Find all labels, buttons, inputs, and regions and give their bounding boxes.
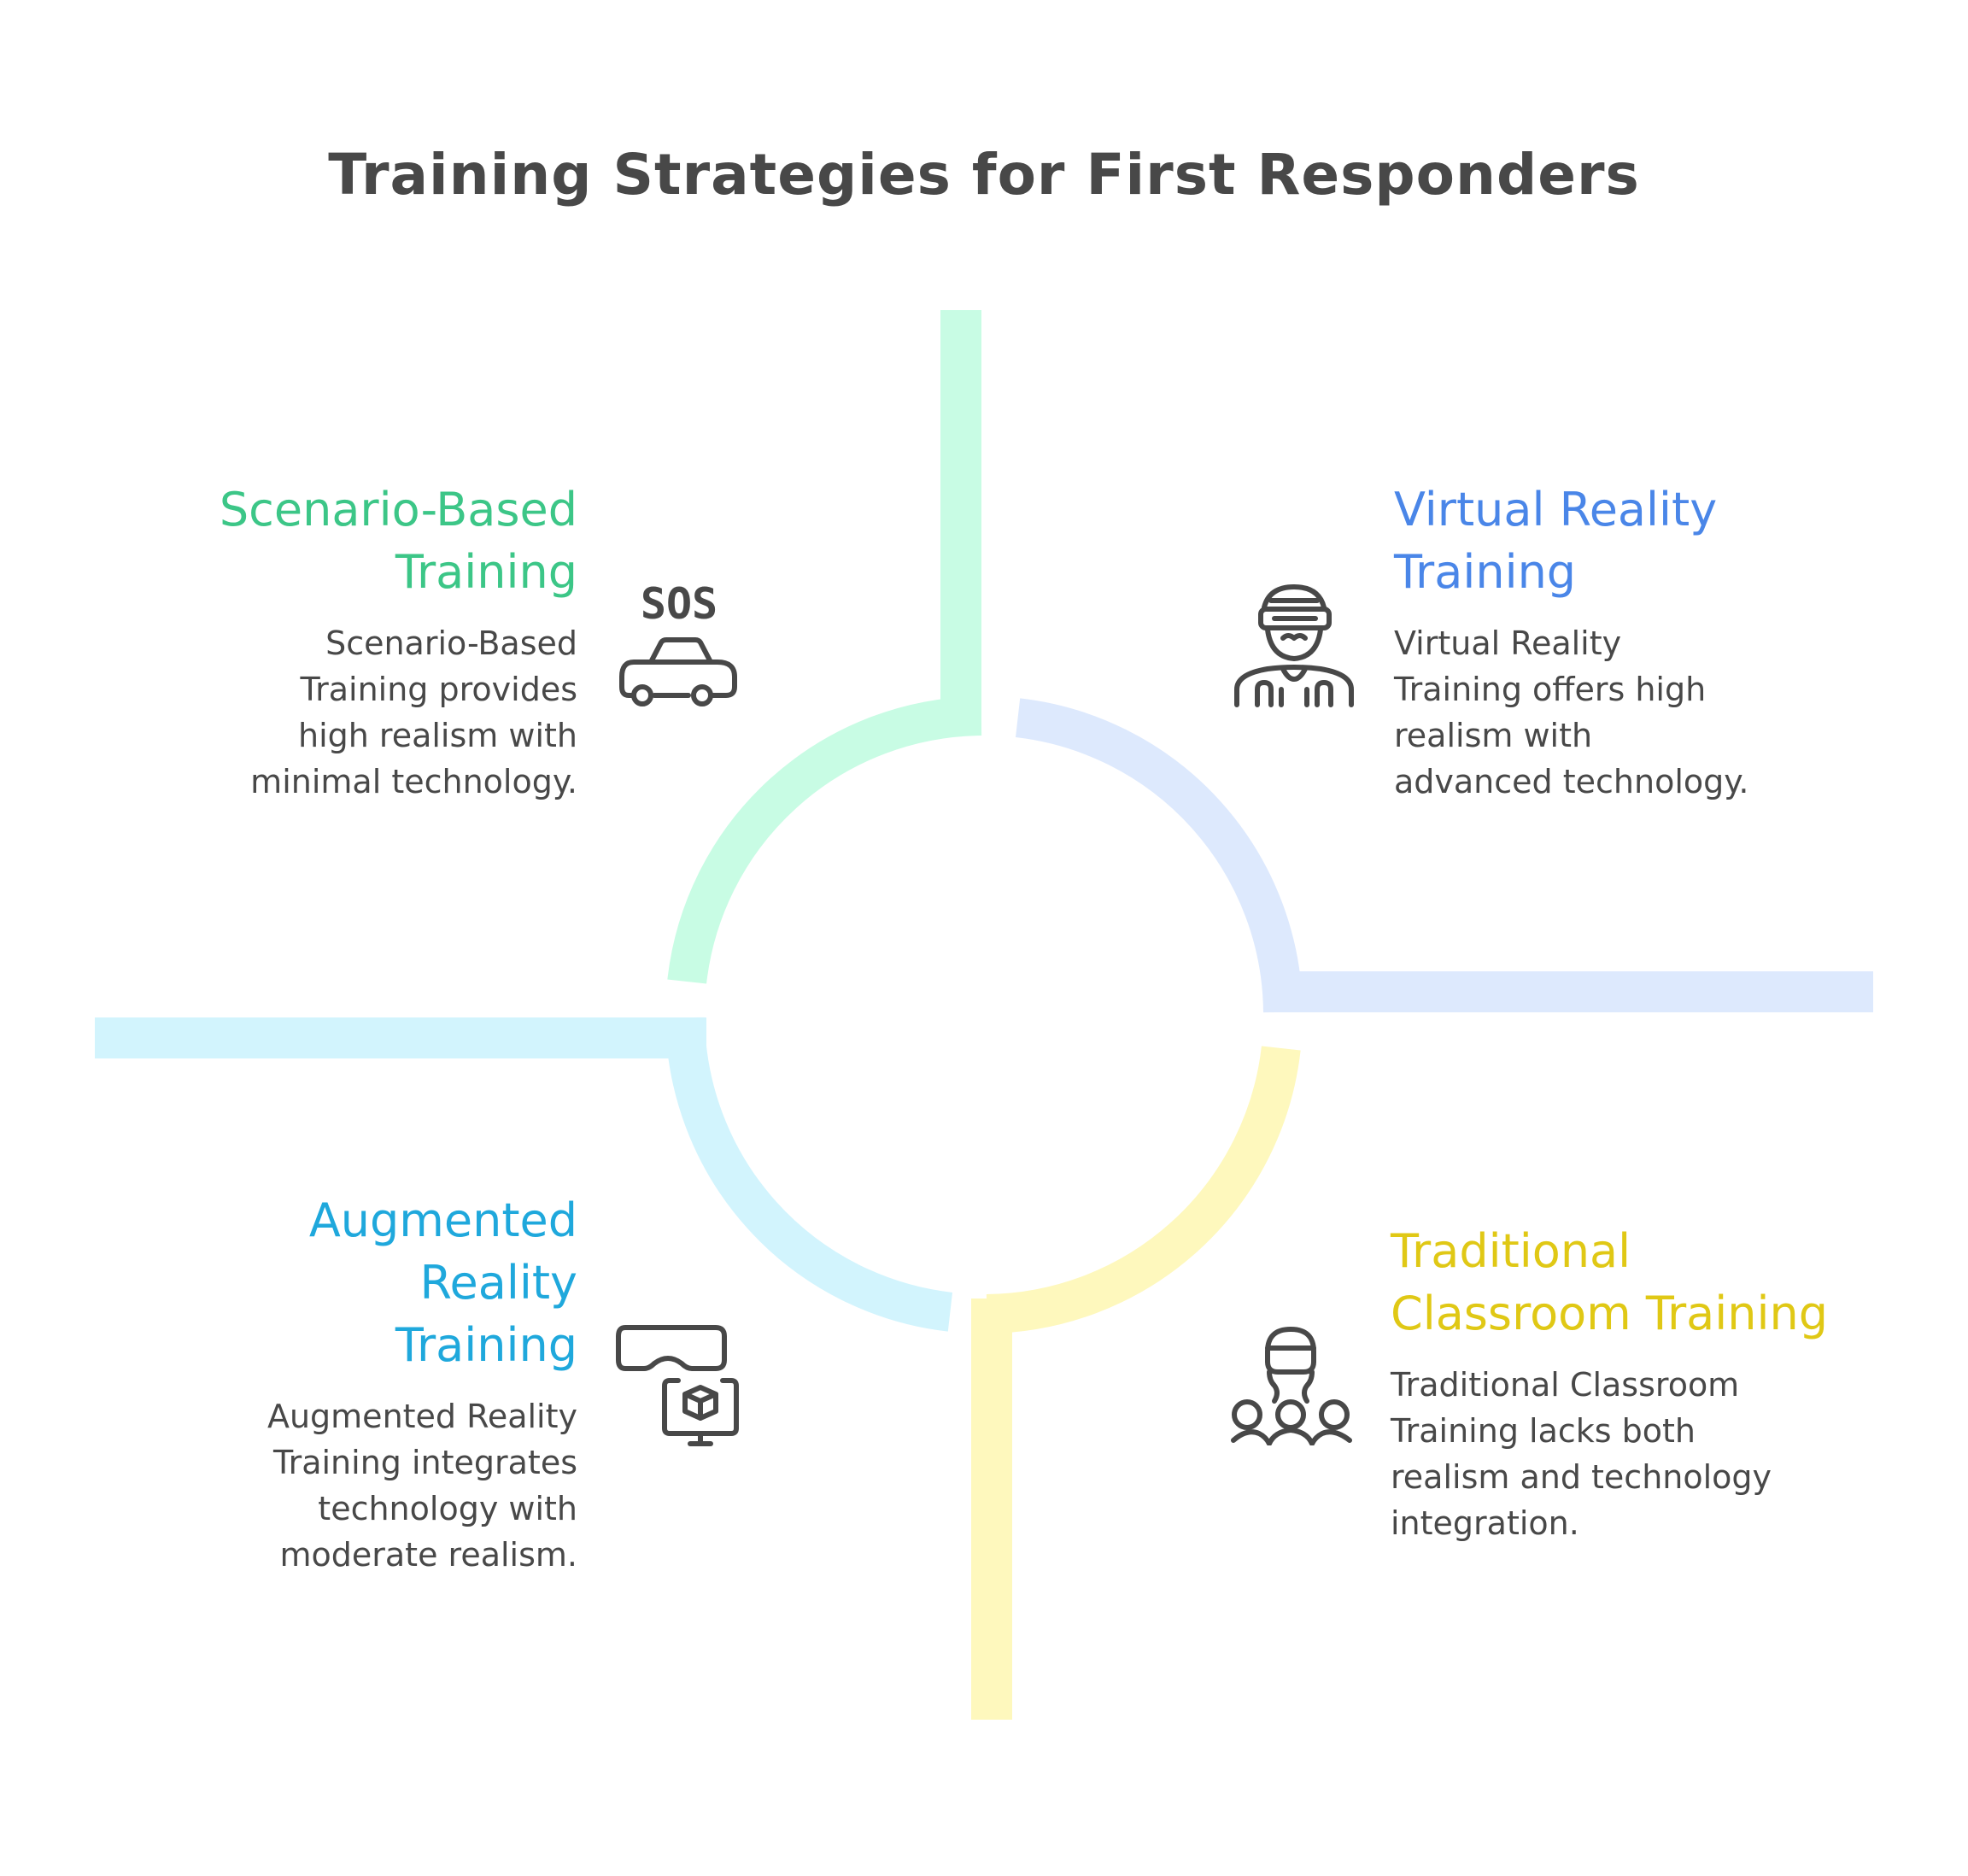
virtual-reality-title: Virtual Reality Training — [1394, 478, 1872, 603]
scenario-arc — [667, 696, 982, 984]
desc-line: minimal technology. — [250, 763, 577, 800]
traditional-classroom-description: Traditional Classroom Training lacks bot… — [1391, 1362, 1920, 1546]
augmented-reality-title: Augmented Reality Training — [154, 1189, 577, 1376]
vr-arc — [1015, 698, 1303, 1013]
vr-headset-person-icon — [1233, 583, 1356, 710]
sos-car-icon: SOS — [617, 581, 741, 709]
desc-line: Training integrates — [272, 1444, 577, 1481]
scenario-based-description: Scenario-Based Training provides high re… — [154, 620, 577, 805]
classroom-group-icon — [1230, 1326, 1356, 1445]
traditional-connector-bar — [971, 1299, 1012, 1720]
desc-line: Training provides — [300, 671, 577, 708]
scenario-based-block: Scenario-Based Training Scenario-Based T… — [154, 478, 577, 805]
desc-line: Training lacks both — [1391, 1412, 1696, 1450]
ar-goggles-monitor-icon — [615, 1324, 743, 1448]
desc-line: Augmented Reality — [266, 1398, 577, 1435]
virtual-reality-block: Virtual Reality Training Virtual Reality… — [1394, 478, 1872, 805]
traditional-classroom-block: Traditional Classroom Training Tradition… — [1391, 1220, 1920, 1546]
desc-line: moderate realism. — [279, 1536, 578, 1574]
title-line: Augmented — [308, 1193, 577, 1247]
title-line: Reality — [419, 1256, 577, 1310]
desc-line: realism with — [1394, 717, 1593, 754]
title-line: Scenario-Based — [219, 483, 577, 536]
virtual-reality-description: Virtual Reality Training offers high rea… — [1394, 620, 1872, 805]
augmented-reality-description: Augmented Reality Training integrates te… — [154, 1393, 577, 1578]
augmented-reality-block: Augmented Reality Training Augmented Rea… — [154, 1189, 577, 1578]
ar-arc — [665, 1017, 953, 1332]
desc-line: Virtual Reality — [1394, 624, 1622, 662]
vr-connector-bar — [1264, 971, 1873, 1012]
desc-line: advanced technology. — [1394, 763, 1749, 800]
traditional-arc — [986, 1046, 1301, 1334]
title-line: Virtual Reality — [1394, 483, 1718, 536]
scenario-based-title: Scenario-Based Training — [154, 478, 577, 603]
ar-connector-bar — [95, 1017, 706, 1058]
page-title: Training Strategies for First Responders — [328, 142, 1640, 208]
title-line: Classroom Training — [1391, 1287, 1828, 1340]
desc-line: realism and technology — [1391, 1458, 1772, 1496]
title-line: Training — [395, 1318, 577, 1372]
title-line: Training — [395, 545, 577, 599]
desc-line: Traditional Classroom — [1391, 1366, 1740, 1404]
sos-label: SOS — [641, 581, 718, 629]
desc-line: Training offers high — [1394, 671, 1707, 708]
scenario-connector-bar — [940, 310, 981, 720]
traditional-classroom-title: Traditional Classroom Training — [1391, 1220, 1920, 1345]
title-line: Training — [1394, 545, 1577, 599]
desc-line: high realism with — [297, 717, 577, 754]
desc-line: Scenario-Based — [325, 624, 577, 662]
desc-line: integration. — [1391, 1504, 1579, 1542]
title-line: Traditional — [1391, 1224, 1631, 1278]
desc-line: technology with — [318, 1490, 577, 1527]
